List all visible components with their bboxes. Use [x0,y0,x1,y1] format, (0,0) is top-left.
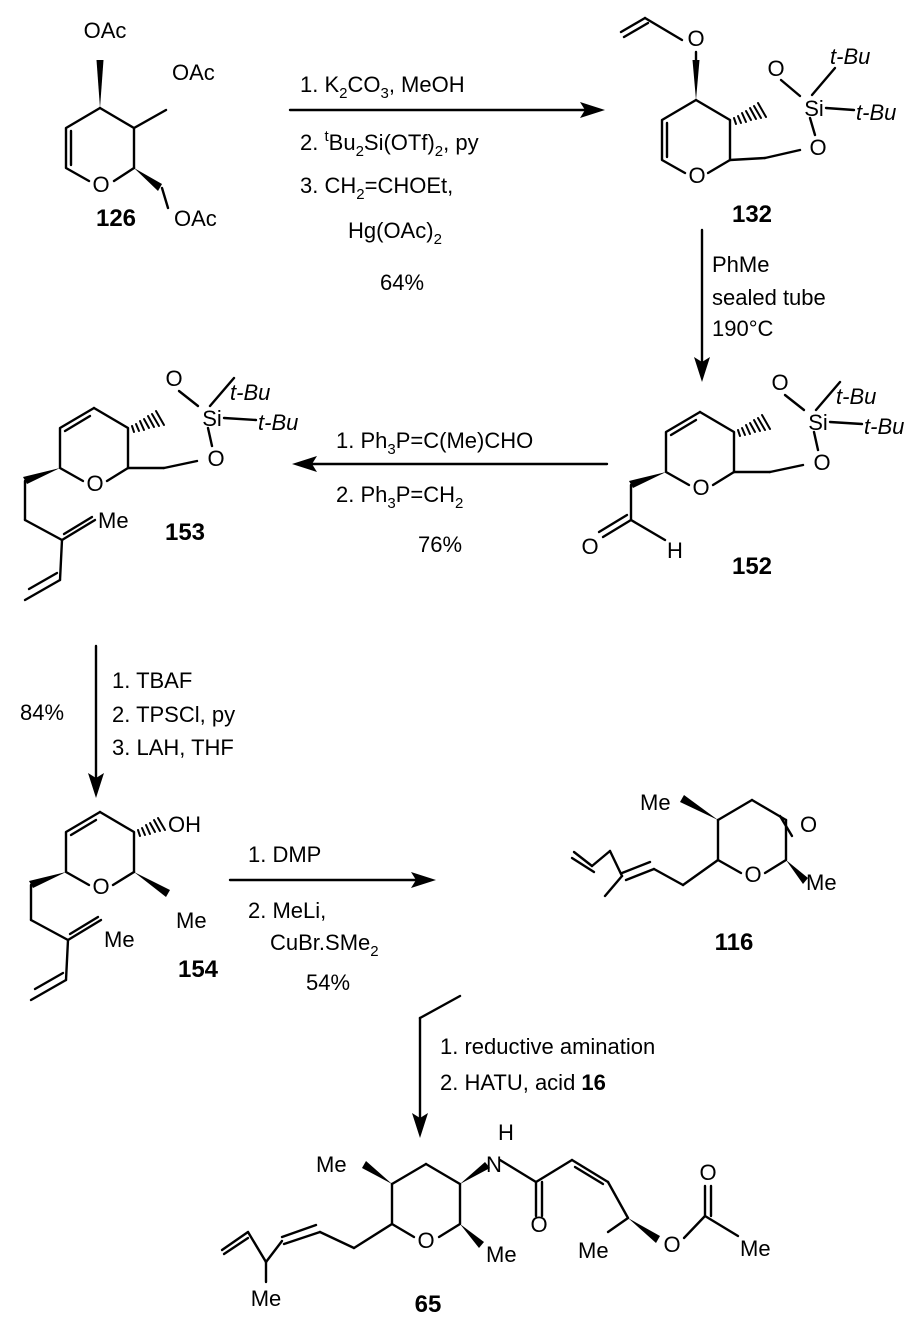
atom-label: Me [486,1242,517,1267]
compound-65: Me H N O O Me Me O O Me Me 65 [220,1120,771,1318]
step1-line1: 1. K2CO3, MeOH [300,72,465,102]
step4-line1: 1. TBAF [112,668,192,693]
compound-154: OH O Me Me 154 [29,810,219,1002]
step5-line2: 2. MeLi, [248,898,326,923]
step1-line3: 3. CH2=CHOEt, [300,173,453,203]
step1-line2: 2. tBu2Si(OTf)2, py [300,128,479,160]
step3-line1: 1. Ph3P=C(Me)CHO [336,428,533,458]
compound-number: 132 [732,201,772,228]
compound-number: 116 [715,929,754,956]
atom-label: N [486,1152,502,1177]
atom-label: OAc [174,206,217,231]
atom-label: Me [176,908,207,933]
atom-label: Si [202,406,222,431]
atom-label: OH [168,812,201,837]
atom-label: t-Bu [258,410,298,435]
atom-label: O [771,370,788,395]
atom-label: Si [808,410,828,435]
atom-label: Me [98,508,129,533]
step5-conditions: 1. DMP 2. MeLi, CuBr.SMe2 54% [248,842,379,995]
step5-line3: CuBr.SMe2 [270,930,379,960]
step4-conditions: 84% 1. TBAF 2. TPSCl, py 3. LAH, THF [20,668,235,760]
step1-line4: Hg(OAc)2 [348,218,442,248]
compound-number: 153 [165,519,205,546]
reaction-arrow [88,644,104,798]
compound-116: Me O O Me 116 [570,790,837,956]
step6-line1: 1. reductive amination [440,1034,655,1059]
atom-label: Me [104,927,135,952]
atom-label: H [498,1120,514,1145]
atom-label: t-Bu [856,100,896,125]
atom-label: H [667,538,683,563]
atom-label: Me [806,870,837,895]
reaction-arrow [288,102,605,118]
step2-line2: sealed tube [712,285,826,310]
step2-line1: PhMe [712,252,769,277]
compound-152: O Si O O t-Bu t-Bu O H 152 [581,370,904,580]
compound-number: 126 [96,205,136,232]
atom-label: O [207,446,224,471]
step6-line2: 2. HATU, acid 16 [440,1070,606,1095]
atom-label: Me [251,1286,282,1311]
atom-label: Me [316,1152,347,1177]
step1-yield: 64% [380,270,424,295]
compound-126: OAc OAc O OAc 126 [64,18,217,232]
step4-yield: 84% [20,700,64,725]
atom-label: O [165,366,182,391]
reaction-arrow [694,228,710,382]
atom-label: O [767,56,784,81]
step6-conditions: 1. reductive amination 2. HATU, acid 16 [440,1034,655,1095]
atom-label: OAc [172,60,215,85]
atom-label: O [86,471,103,496]
atom-label: Me [740,1236,771,1261]
step3-yield: 76% [418,532,462,557]
step3-line2: 2. Ph3P=CH2 [336,482,463,512]
atom-label: Me [640,790,671,815]
atom-label: O [809,135,826,160]
step1-conditions: 1. K2CO3, MeOH 2. tBu2Si(OTf)2, py 3. CH… [300,72,479,295]
reaction-arrow [412,994,462,1138]
atom-label: O [744,862,761,887]
atom-label: O [581,534,598,559]
compound-153: O Si O O t-Bu t-Bu Me 153 [23,366,298,602]
atom-label: Si [804,96,824,121]
atom-label: O [692,475,709,500]
atom-label: O [813,450,830,475]
step4-line3: 3. LAH, THF [112,735,234,760]
atom-label: O [92,874,109,899]
compound-number: 152 [732,553,772,580]
compound-number: 65 [415,1291,442,1318]
step2-conditions: PhMe sealed tube 190°C [712,252,826,341]
step3-conditions: 1. Ph3P=C(Me)CHO 2. Ph3P=CH2 76% [336,428,533,557]
atom-label: t-Bu [230,380,270,405]
reaction-arrow [228,872,436,888]
atom-label: t-Bu [836,384,876,409]
reaction-arrow [292,456,609,472]
atom-label: t-Bu [830,44,870,69]
compound-number: 154 [178,956,219,983]
atom-label: O [800,812,817,837]
step4-line2: 2. TPSCl, py [112,702,235,727]
atom-label: O [688,163,705,188]
atom-label: Me [578,1238,609,1263]
step2-line3: 190°C [712,316,774,341]
atom-label: O [699,1160,716,1185]
atom-label: O [417,1228,434,1253]
atom-label: O [663,1232,680,1257]
step5-yield: 54% [306,970,350,995]
compound-132: O O Si O O t-Bu t-Bu 132 [619,16,896,228]
atom-label: O [530,1212,547,1237]
atom-label: O [92,172,109,197]
atom-label: OAc [84,18,127,43]
step5-line1: 1. DMP [248,842,321,867]
atom-label: t-Bu [864,414,904,439]
atom-label: O [687,26,704,51]
